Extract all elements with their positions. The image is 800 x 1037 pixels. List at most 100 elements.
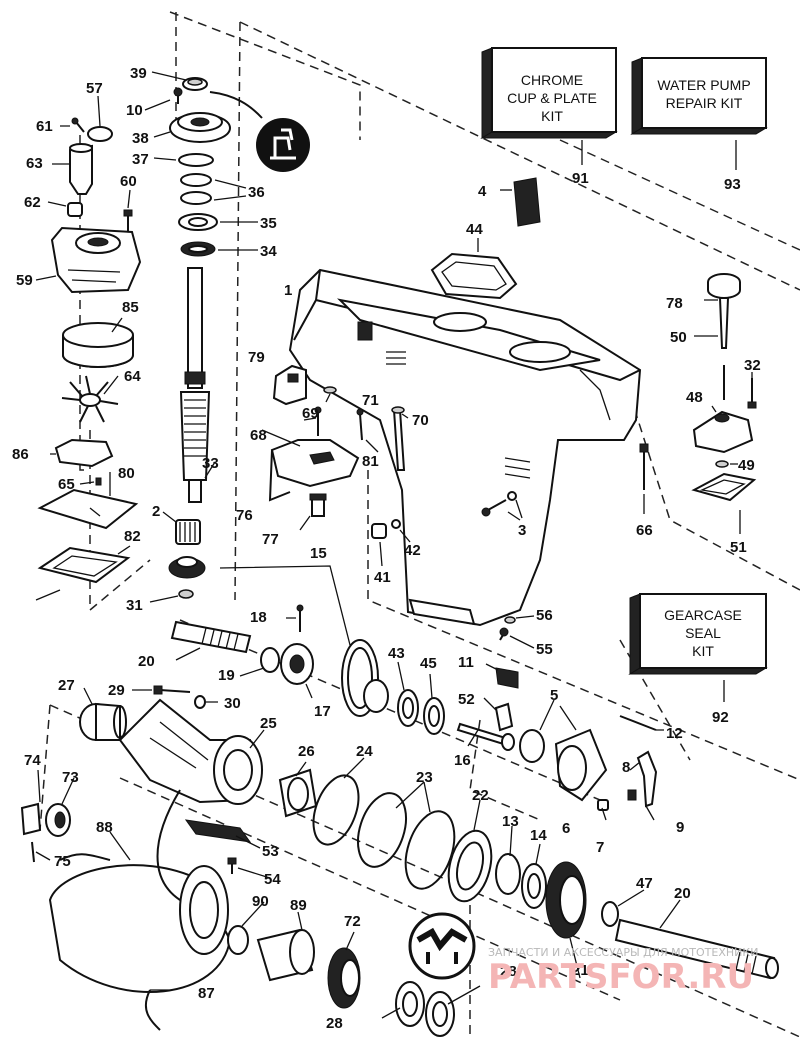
kit-label-line2: CUP & PLATE (507, 90, 597, 106)
kit-label-line3: KIT (541, 108, 563, 124)
callout-90: 90 (252, 893, 269, 910)
callout-91: 91 (572, 170, 589, 187)
callout-75: 75 (54, 853, 71, 870)
callout-51: 51 (730, 539, 747, 556)
callout-32: 32 (744, 357, 761, 374)
callout-60: 60 (120, 173, 137, 190)
callout-35: 35 (260, 215, 277, 232)
callout-63: 63 (26, 155, 43, 172)
callout-79: 79 (248, 349, 265, 366)
housing-fasteners (371, 491, 523, 567)
callout-43: 43 (388, 645, 405, 662)
callout-57: 57 (86, 80, 103, 97)
callout-22: 22 (472, 787, 489, 804)
callout-81: 81 (362, 453, 379, 470)
callout-82: 82 (124, 528, 141, 545)
callout-26: 26 (298, 743, 315, 760)
callout-78: 78 (666, 295, 683, 312)
watermark-logo-text: PARTSFOR.RU (488, 957, 754, 997)
callout-59: 59 (16, 272, 33, 289)
callout-71: 71 (362, 392, 379, 409)
watermark: ЗАПЧАСТИ И АКСЕССУАРЫ ДЛЯ МОТОТЕХНИКИ PA… (488, 946, 758, 997)
seal-orientation-icon (408, 912, 476, 980)
callout-33: 33 (202, 455, 219, 472)
callout-6: 6 (562, 820, 570, 837)
outboard-decal-icon (209, 91, 310, 172)
gear-housing (288, 268, 642, 627)
gearcase-seal-kit-box: GEARCASE SEAL KIT 92 (628, 593, 768, 726)
callout-89: 89 (290, 897, 307, 914)
drain-screw-parts (499, 615, 535, 649)
callout-77: 77 (262, 531, 279, 548)
kit-label-line1: CHROME (521, 72, 583, 88)
callout-25: 25 (260, 715, 277, 732)
callout-39: 39 (130, 65, 147, 82)
callout-36: 36 (248, 184, 265, 201)
callout-47: 47 (636, 875, 653, 892)
kit-label-line1: WATER PUMP (657, 77, 750, 93)
trim-tab-parts (261, 364, 409, 531)
callout-3: 3 (518, 522, 526, 539)
chrome-cup-plate-kit-box: CHROME CUP & PLATE KIT 91 (480, 47, 618, 187)
callout-55: 55 (536, 641, 553, 658)
callout-38: 38 (132, 130, 149, 147)
propeller-icon (48, 789, 232, 1031)
callout-74: 74 (24, 752, 41, 769)
callout-12: 12 (666, 725, 683, 742)
callout-20a: 20 (138, 653, 155, 670)
callout-28a: 28 (500, 963, 517, 980)
callout-7: 7 (596, 839, 604, 856)
callout-8: 8 (622, 759, 630, 776)
callout-19: 19 (218, 667, 235, 684)
callout-18: 18 (250, 609, 267, 626)
callout-1: 1 (284, 282, 292, 299)
callout-61: 61 (36, 118, 53, 135)
callout-65: 65 (58, 476, 75, 493)
callout-42: 42 (404, 542, 421, 559)
callout-29: 29 (108, 682, 125, 699)
callout-23: 23 (416, 769, 433, 786)
callout-2: 2 (152, 503, 160, 520)
callout-53: 53 (262, 843, 279, 860)
callout-85: 85 (122, 299, 139, 316)
gasket-44 (430, 238, 518, 300)
callout-92: 92 (712, 709, 729, 726)
kit-label-line1: GEARCASE (664, 607, 742, 623)
gear-train-parts (20, 604, 779, 1037)
callout-41: 41 (374, 569, 391, 586)
callout-37: 37 (132, 151, 149, 168)
water-pump-repair-kit-box: WATER PUMP REPAIR KIT 93 (630, 57, 768, 193)
callout-17: 17 (314, 703, 331, 720)
callout-11: 11 (458, 654, 474, 671)
callout-56: 56 (536, 607, 553, 624)
callout-62: 62 (24, 194, 41, 211)
callout-44: 44 (466, 221, 483, 238)
callout-93: 93 (724, 176, 741, 193)
callout-27: 27 (58, 677, 75, 694)
kit-label-line2: SEAL (685, 625, 721, 641)
callout-69: 69 (302, 405, 319, 422)
callout-34: 34 (260, 243, 277, 260)
callout-15: 15 (310, 545, 327, 562)
water-pump-parts (35, 71, 351, 646)
callout-52: 52 (458, 691, 475, 708)
callout-50: 50 (670, 329, 687, 346)
callout-88: 88 (96, 819, 113, 836)
callout-31: 31 (126, 597, 143, 614)
callout-45: 45 (420, 655, 437, 672)
callout-64: 64 (124, 368, 141, 385)
callout-66: 66 (636, 522, 653, 539)
callout-86: 86 (12, 446, 29, 463)
kit-label-line2: REPAIR KIT (666, 95, 743, 111)
callout-20b: 20 (674, 885, 691, 902)
callout-76: 76 (236, 507, 253, 524)
callout-48: 48 (686, 389, 703, 406)
callout-54: 54 (264, 871, 281, 888)
callout-14: 14 (530, 827, 547, 844)
callout-73: 73 (62, 769, 79, 786)
callout-49: 49 (738, 457, 755, 474)
screw-66 (639, 443, 649, 514)
callout-16: 16 (454, 752, 471, 769)
